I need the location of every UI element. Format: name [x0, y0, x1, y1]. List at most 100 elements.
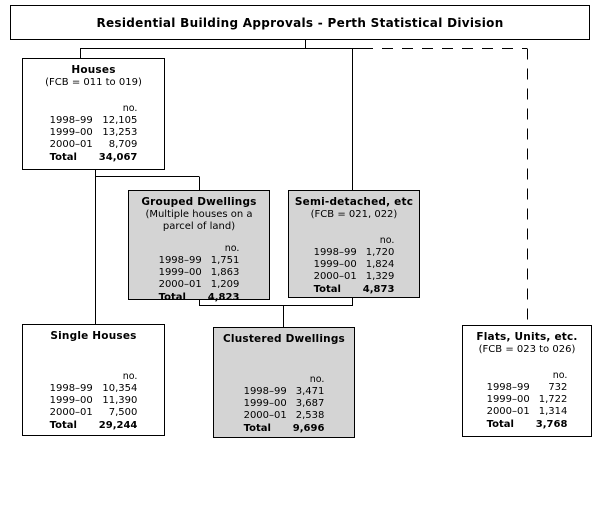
- total-label: Total: [49, 420, 77, 431]
- node-single-title: Single Houses: [50, 330, 137, 342]
- year-value: 3,687: [295, 398, 325, 409]
- year-value: 10,354: [102, 383, 138, 394]
- node-semi-subtitle: (FCB = 021, 022): [310, 209, 398, 220]
- year-label: 1999–00: [486, 394, 530, 405]
- year-label: 1999–00: [158, 267, 202, 278]
- unit-label: no.: [122, 103, 138, 114]
- table-row: no.: [244, 374, 325, 386]
- year-value: 1,824: [365, 259, 395, 270]
- spacer-cell: [244, 374, 293, 386]
- spacer-cell: [159, 243, 208, 255]
- total-value: 29,244: [98, 420, 138, 431]
- node-semi-title: Semi-detached, etc: [294, 196, 414, 208]
- unit-label: no.: [122, 371, 138, 382]
- year-value: 1,720: [365, 247, 395, 258]
- node-flats-title: Flats, Units, etc.: [476, 331, 578, 343]
- node-clustered-title: Clustered Dwellings: [222, 333, 346, 345]
- year-label: 2000–01: [486, 406, 530, 417]
- spacer-cell: [50, 103, 99, 115]
- year-value: 3,471: [295, 386, 325, 397]
- table-row: no.: [50, 371, 138, 383]
- table-row: 1999–00 11,390: [50, 395, 138, 407]
- year-label: 1998–99: [486, 382, 530, 393]
- year-value: 11,390: [102, 395, 138, 406]
- total-value: 34,067: [98, 152, 138, 163]
- spacer-cell: [314, 235, 363, 247]
- node-clustered-table: no. 1998–99 3,471 1999–00 3,687 2000–01 …: [244, 374, 325, 435]
- year-label: 2000–01: [243, 410, 287, 421]
- table-row: 2000–01 2,538: [244, 410, 325, 422]
- table-row: 1998–99 1,751: [159, 255, 240, 267]
- year-value: 1,751: [210, 255, 240, 266]
- table-row: 1998–99 1,720: [314, 247, 395, 259]
- table-row: 2000–01 8,709: [50, 139, 138, 151]
- year-label: 2000–01: [158, 279, 202, 290]
- node-semi-table: no. 1998–99 1,720 1999–00 1,824 2000–01 …: [314, 235, 395, 296]
- unit-label: no.: [552, 370, 568, 381]
- year-label: 2000–01: [49, 407, 93, 418]
- unit-label: no.: [309, 374, 325, 385]
- total-label: Total: [158, 292, 186, 303]
- table-row: no.: [314, 235, 395, 247]
- table-row: 1998–99 3,471: [244, 386, 325, 398]
- unit-label: no.: [379, 235, 395, 246]
- table-row: 1998–99 732: [487, 382, 568, 394]
- node-flats-units[interactable]: Flats, Units, etc. (FCB = 023 to 026) no…: [462, 325, 592, 437]
- total-label: Total: [243, 423, 271, 434]
- table-row: 2000–01 7,500: [50, 407, 138, 419]
- table-row: 1999–00 1,824: [314, 259, 395, 271]
- table-row: 1999–00 13,253: [50, 127, 138, 139]
- year-label: 1998–99: [49, 115, 93, 126]
- year-label: 1998–99: [49, 383, 93, 394]
- node-semi-detached[interactable]: Semi-detached, etc (FCB = 021, 022) no. …: [288, 190, 420, 298]
- node-single-houses[interactable]: Single Houses no. 1998–99 10,354 1999–00…: [22, 324, 165, 436]
- year-value: 1,722: [538, 394, 568, 405]
- node-grouped-dwellings[interactable]: Grouped Dwellings (Multiple houses on a …: [128, 190, 270, 303]
- table-row: 2000–01 1,209: [159, 279, 240, 291]
- year-value: 8,709: [108, 139, 138, 150]
- node-flats-table: no. 1998–99 732 1999–00 1,722 2000–01 1,…: [487, 370, 568, 431]
- table-row-total: Total 3,768: [487, 418, 568, 431]
- table-row: 2000–01 1,314: [487, 406, 568, 418]
- table-row: no.: [487, 370, 568, 382]
- unit-label: no.: [224, 243, 240, 254]
- year-label: 1999–00: [313, 259, 357, 270]
- table-row: no.: [50, 103, 138, 115]
- node-houses-title: Houses: [71, 64, 116, 76]
- node-grouped-subtitle-line1: (Multiple houses on a: [145, 209, 253, 220]
- total-label: Total: [49, 152, 77, 163]
- table-row: no.: [159, 243, 240, 255]
- node-houses[interactable]: Houses (FCB = 011 to 019) no. 1998–99 12…: [22, 58, 165, 170]
- table-row-total: Total 4,873: [314, 283, 395, 296]
- chart-title: Residential Building Approvals - Perth S…: [96, 15, 504, 30]
- node-single-table: no. 1998–99 10,354 1999–00 11,390 2000–0…: [50, 371, 138, 432]
- chart-title-box: Residential Building Approvals - Perth S…: [10, 5, 590, 40]
- total-value: 4,873: [362, 284, 395, 295]
- total-value: 3,768: [535, 419, 568, 430]
- total-value: 4,823: [207, 292, 240, 303]
- table-row: 2000–01 1,329: [314, 271, 395, 283]
- year-value: 7,500: [108, 407, 138, 418]
- year-value: 2,538: [295, 410, 325, 421]
- year-value: 732: [548, 382, 568, 393]
- node-clustered-dwellings[interactable]: Clustered Dwellings no. 1998–99 3,471 19…: [213, 327, 355, 438]
- total-label: Total: [486, 419, 514, 430]
- year-value: 1,209: [210, 279, 240, 290]
- total-label: Total: [313, 284, 341, 295]
- year-label: 1999–00: [243, 398, 287, 409]
- table-row: 1999–00 1,863: [159, 267, 240, 279]
- node-grouped-subtitle-line2: parcel of land): [162, 221, 236, 232]
- spacer-cell: [487, 370, 536, 382]
- year-value: 1,863: [210, 267, 240, 278]
- table-row-total: Total 34,067: [50, 151, 138, 164]
- table-row: 1999–00 3,687: [244, 398, 325, 410]
- node-houses-table: no. 1998–99 12,105 1999–00 13,253 2000–0…: [50, 103, 138, 164]
- year-value: 12,105: [102, 115, 138, 126]
- year-label: 1999–00: [49, 127, 93, 138]
- total-value: 9,696: [292, 423, 325, 434]
- table-row: 1999–00 1,722: [487, 394, 568, 406]
- node-grouped-table: no. 1998–99 1,751 1999–00 1,863 2000–01 …: [159, 243, 240, 304]
- year-label: 2000–01: [313, 271, 357, 282]
